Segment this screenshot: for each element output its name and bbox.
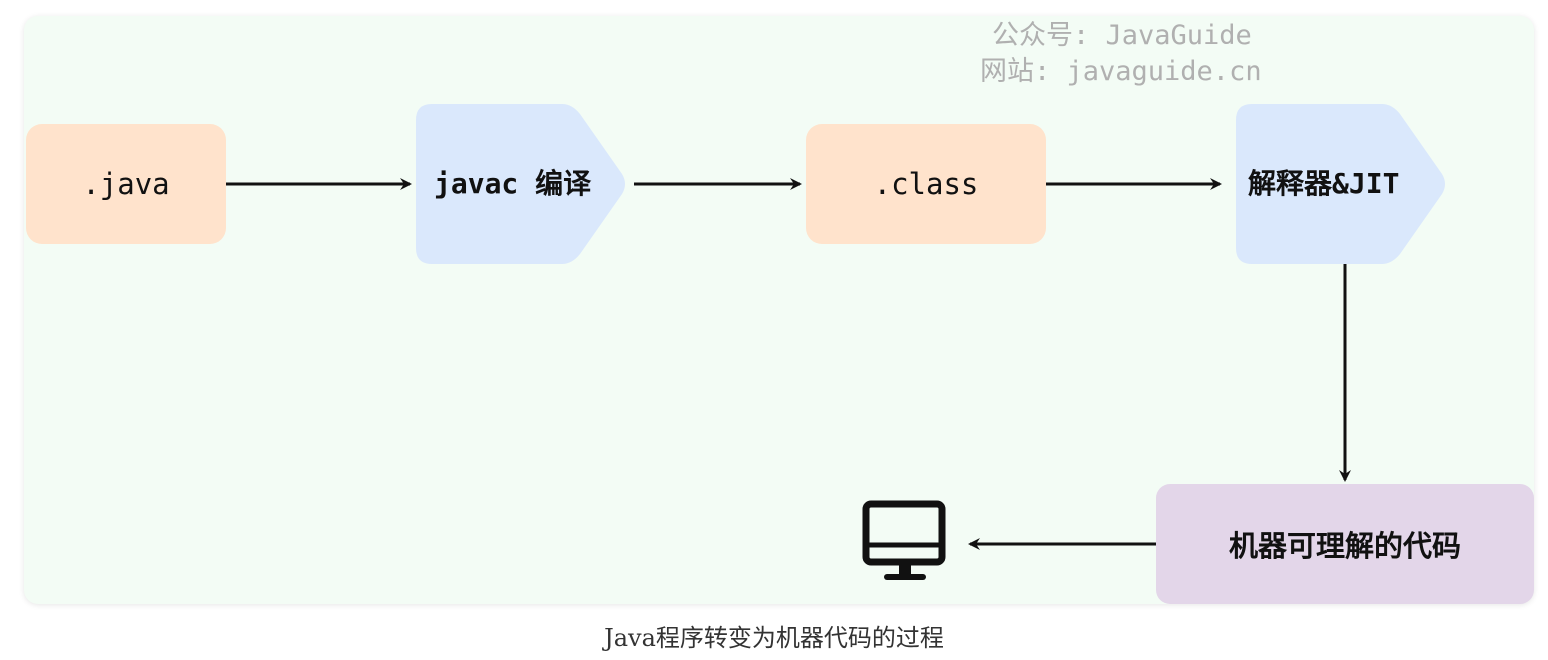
java-file-label: .java xyxy=(82,167,170,201)
java-file-node: .java xyxy=(26,124,226,244)
watermark-wechat: 公众号: JavaGuide xyxy=(992,20,1252,51)
machine-code-node: 机器可理解的代码 xyxy=(1156,484,1534,604)
interpreter-jit-label: 解释器&JIT xyxy=(1248,167,1400,200)
watermark-website: 网站: javaguide.cn xyxy=(980,56,1262,87)
monitor-icon xyxy=(862,500,946,580)
class-file-label: .class xyxy=(873,167,979,201)
javac-compile-label: javac 编译 xyxy=(434,167,592,200)
machine-code-label: 机器可理解的代码 xyxy=(1228,529,1461,563)
javac-compile-shape xyxy=(416,104,625,264)
interpreter-jit-shape xyxy=(1236,104,1445,264)
figure-caption: Java程序转变为机器代码的过程 xyxy=(604,624,944,652)
class-file-node: .class xyxy=(806,124,1046,244)
